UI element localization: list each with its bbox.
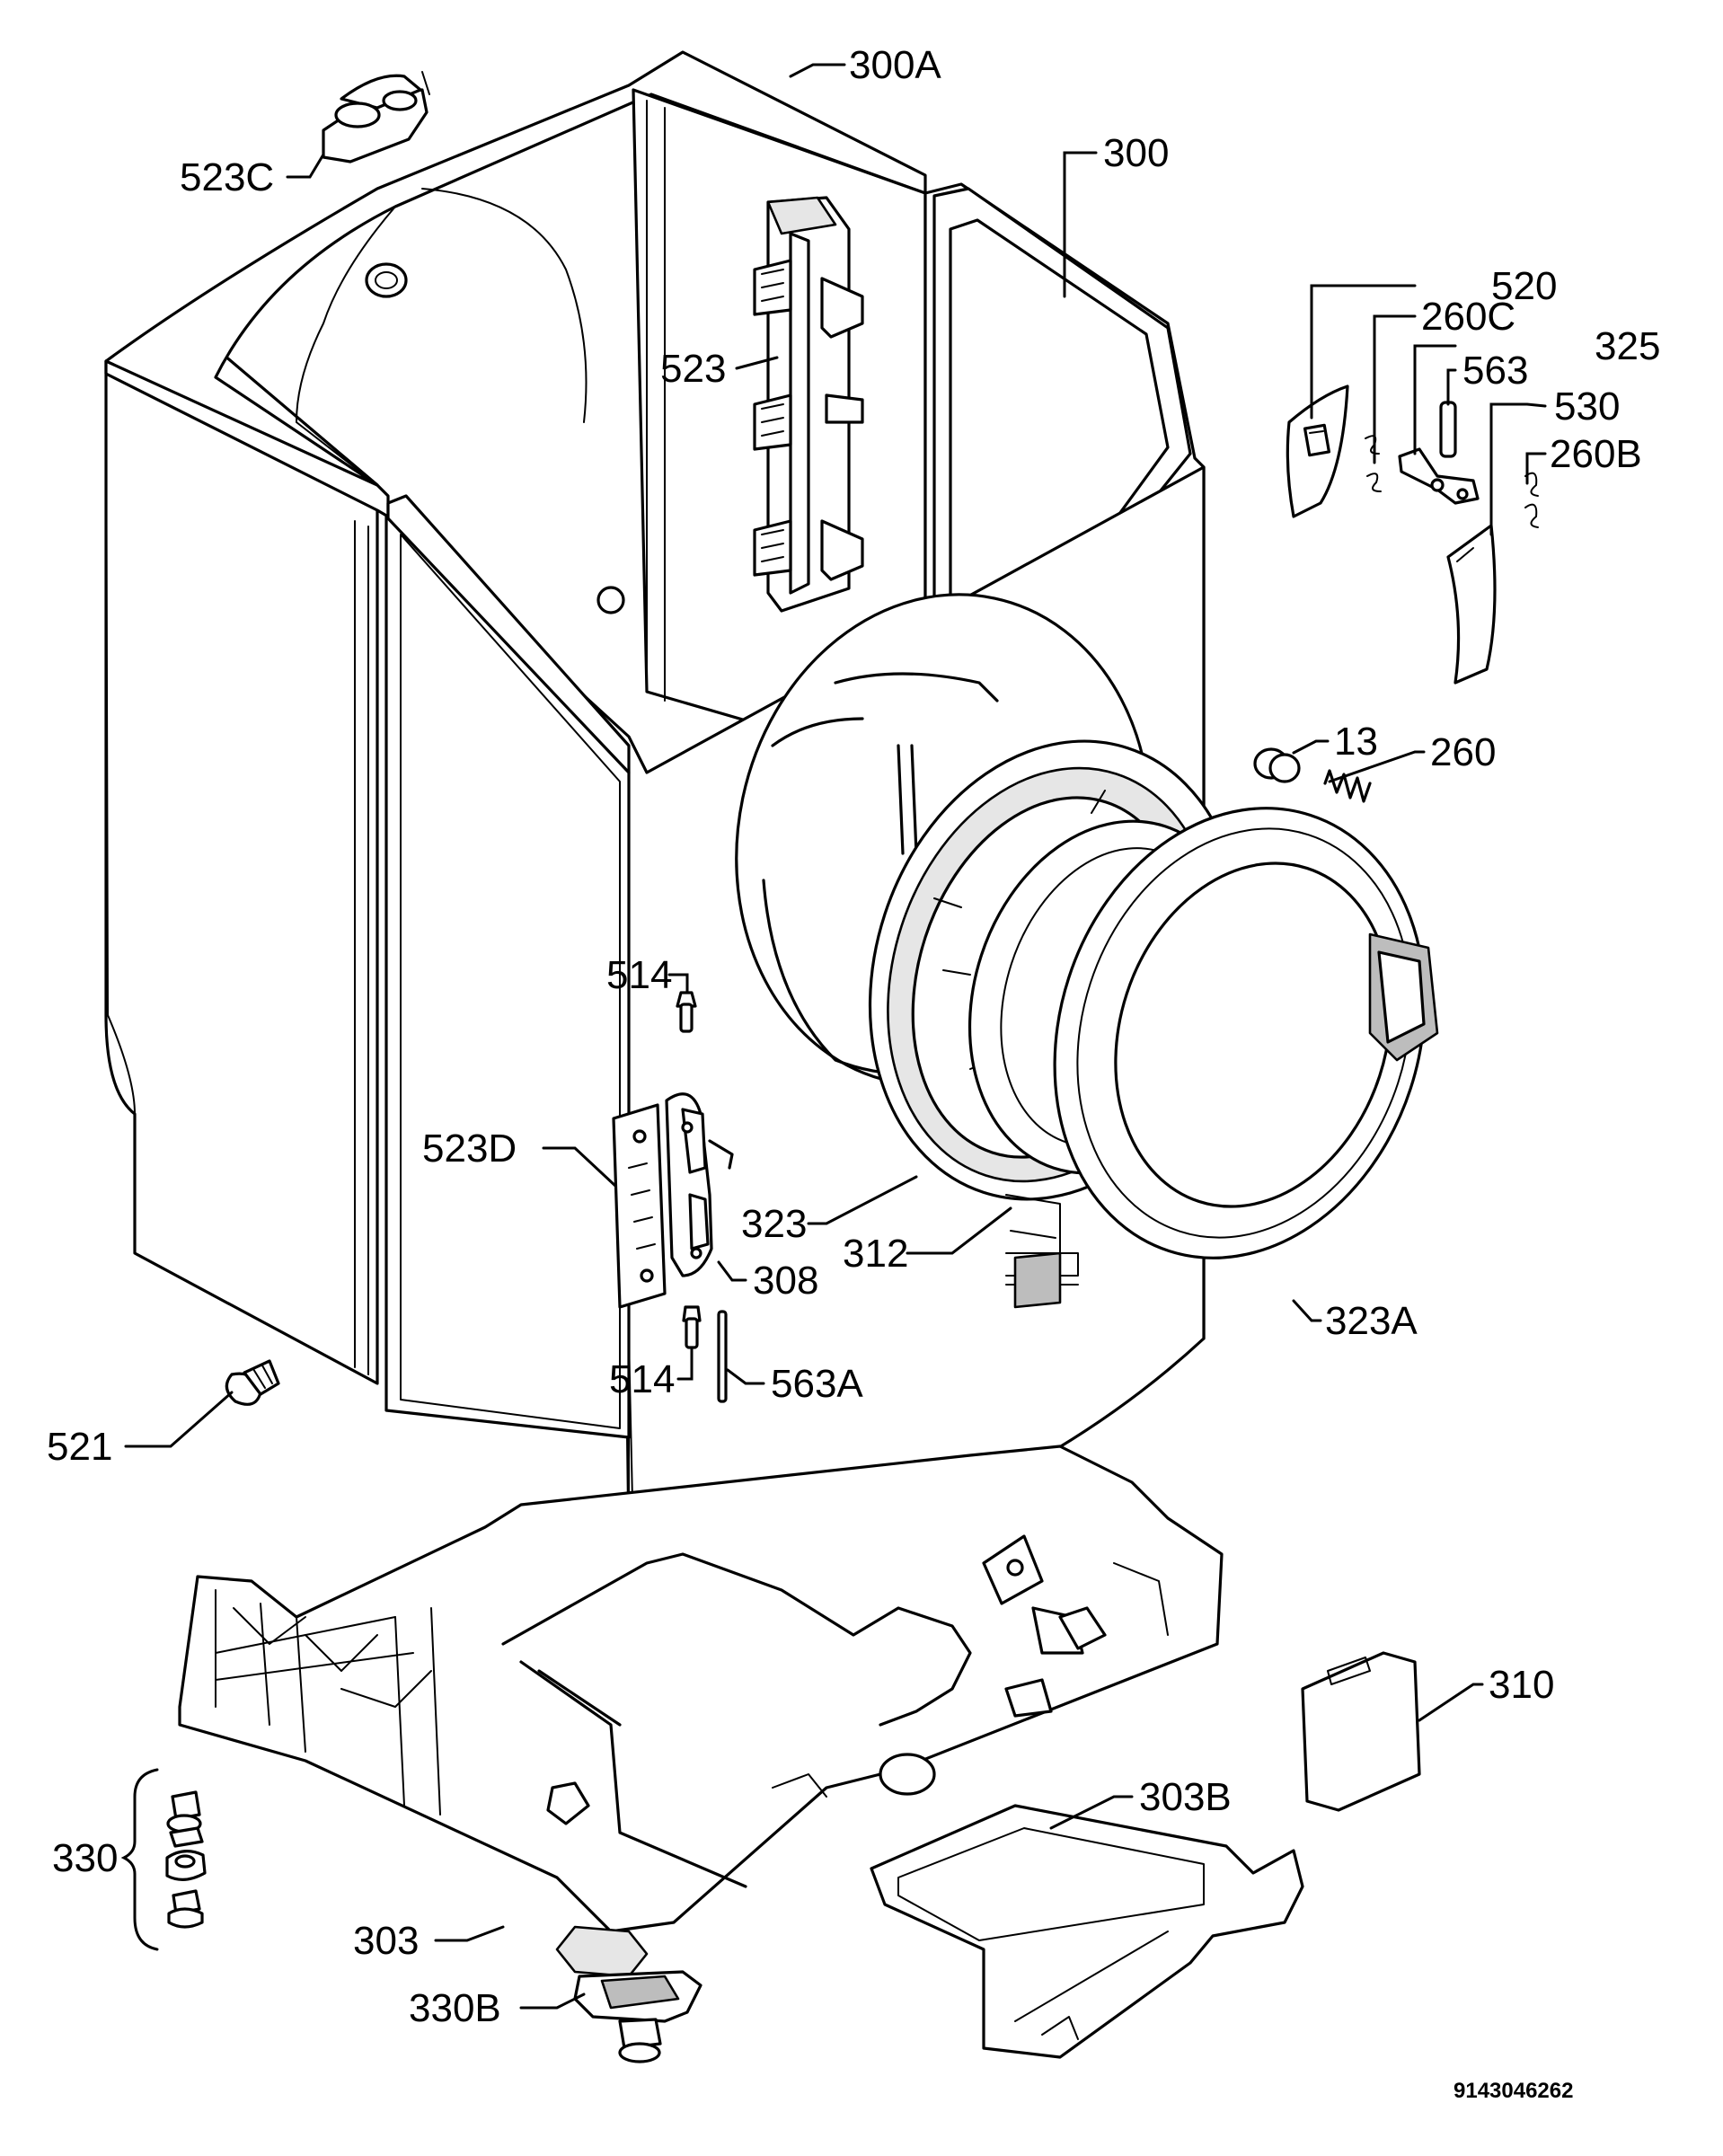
hinge-assembly <box>225 991 734 1406</box>
label-523: 523 <box>660 347 726 391</box>
label-330B: 330B <box>409 1986 501 2030</box>
leader-lines <box>120 63 1547 2010</box>
feet-group <box>165 1790 702 2063</box>
hose-port-ring <box>365 262 408 298</box>
label-325: 325 <box>1595 324 1660 368</box>
label-514-top: 514 <box>606 953 672 997</box>
callout-labels: 300A 300 523C 523 520 260C 325 563 530 2… <box>47 43 1660 2103</box>
label-260B: 260B <box>1550 432 1642 476</box>
label-330: 330 <box>52 1836 118 1880</box>
plinth-303B <box>870 1804 1304 2059</box>
label-521: 521 <box>47 1425 112 1469</box>
label-563: 563 <box>1462 349 1528 393</box>
label-260C: 260C <box>1421 295 1515 339</box>
label-312: 312 <box>843 1232 908 1276</box>
label-13: 13 <box>1334 720 1378 764</box>
label-300: 300 <box>1103 131 1169 175</box>
drawing-code: 9143046262 <box>1454 2079 1573 2103</box>
label-523C: 523C <box>180 155 274 199</box>
label-310: 310 <box>1489 1663 1554 1707</box>
label-300A: 300A <box>849 43 941 87</box>
base-frame-303 <box>178 1445 1224 1978</box>
label-523D: 523D <box>422 1127 517 1171</box>
door-assembly <box>868 739 1439 1303</box>
label-303B: 303B <box>1139 1775 1232 1819</box>
label-323A: 323A <box>1325 1299 1418 1343</box>
label-260: 260 <box>1430 730 1496 774</box>
clamp-523C <box>322 71 430 163</box>
label-323: 323 <box>741 1202 807 1246</box>
lock-parts-group <box>1253 384 1539 803</box>
hinge-strip-523 <box>753 196 864 613</box>
label-308: 308 <box>753 1259 818 1303</box>
filter-cover-310 <box>1301 1651 1421 1812</box>
label-520: 520 <box>1491 264 1557 308</box>
label-563A: 563A <box>771 1362 863 1406</box>
label-530: 530 <box>1554 384 1620 429</box>
label-514-bottom: 514 <box>609 1357 675 1401</box>
label-303: 303 <box>353 1919 419 1963</box>
